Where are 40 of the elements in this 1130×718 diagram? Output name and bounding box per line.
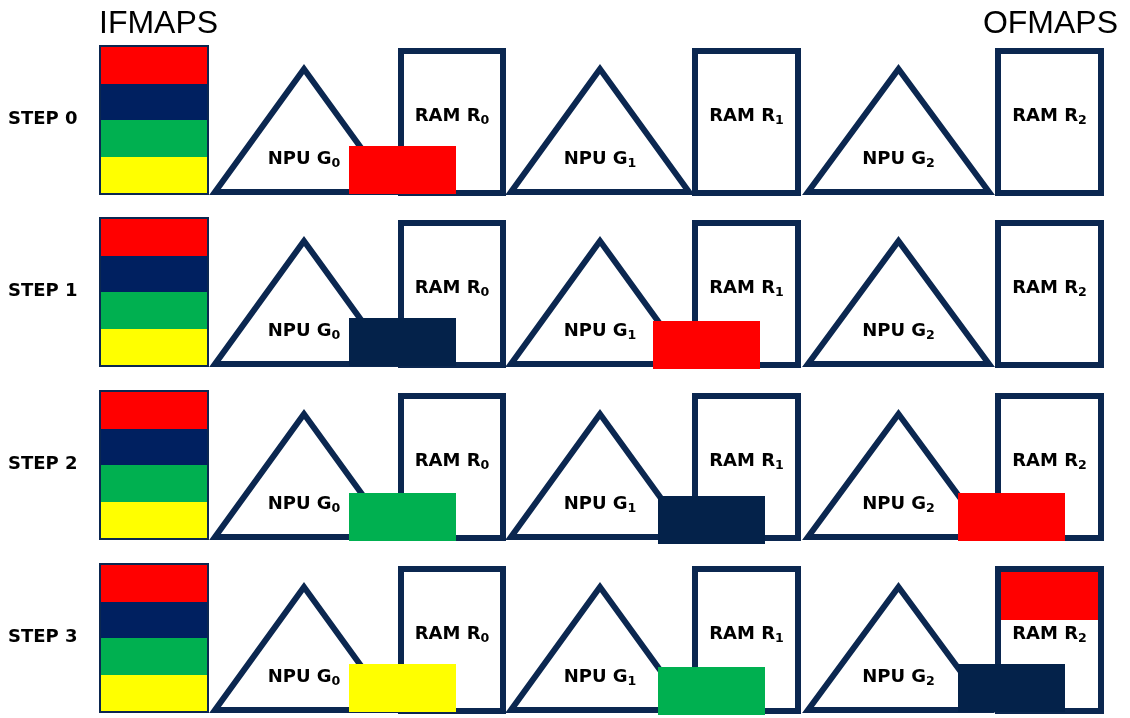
ram-label: RAM R$_{1}$ [708, 276, 785, 299]
npu-label: NPU G$_{0}$ [266, 665, 342, 688]
ram-label: RAM R$_{1}$ [708, 449, 785, 472]
npu-label: NPU G$_{1}$ [562, 492, 638, 515]
data-block [653, 321, 760, 369]
ram-label: RAM R$_{1}$ [708, 104, 785, 127]
data-block [658, 667, 765, 715]
step-label: STEP 2 [8, 452, 79, 473]
step-label: STEP 3 [8, 625, 79, 646]
npu-label: NPU G$_{1}$ [562, 665, 638, 688]
npu-label: NPU G$_{2}$ [861, 665, 936, 688]
data-block [958, 664, 1065, 712]
ram-label: RAM R$_{0}$ [413, 276, 491, 299]
ram-label: RAM R$_{2}$ [1011, 276, 1088, 299]
ram-label: RAM R$_{0}$ [413, 104, 491, 127]
ofmaps-heading: OFMAPS [982, 4, 1118, 41]
npu-label: NPU G$_{1}$ [562, 147, 638, 170]
ram-label: RAM R$_{0}$ [413, 449, 491, 472]
step-label: STEP 1 [8, 279, 79, 300]
data-block [958, 493, 1065, 541]
npu-label: NPU G$_{1}$ [562, 319, 638, 342]
npu-label: NPU G$_{2}$ [861, 147, 936, 170]
npu-label: NPU G$_{0}$ [266, 319, 342, 342]
data-block [349, 146, 456, 194]
ram-label: RAM R$_{2}$ [1011, 104, 1088, 127]
ram-label: RAM R$_{1}$ [708, 622, 785, 645]
npu-label: NPU G$_{0}$ [266, 492, 342, 515]
npu-label: NPU G$_{2}$ [861, 492, 936, 515]
data-block [349, 664, 456, 712]
data-block [1001, 572, 1098, 620]
ram-label: RAM R$_{2}$ [1011, 622, 1088, 645]
npu-label: NPU G$_{0}$ [266, 147, 342, 170]
ifmaps-heading: IFMAPS [99, 4, 219, 41]
data-block [349, 318, 456, 366]
data-block [349, 493, 456, 541]
npu-label: NPU G$_{2}$ [861, 319, 936, 342]
data-block [658, 496, 765, 544]
ram-label: RAM R$_{2}$ [1011, 449, 1088, 472]
ram-label: RAM R$_{0}$ [413, 622, 491, 645]
step-label: STEP 0 [8, 107, 79, 128]
